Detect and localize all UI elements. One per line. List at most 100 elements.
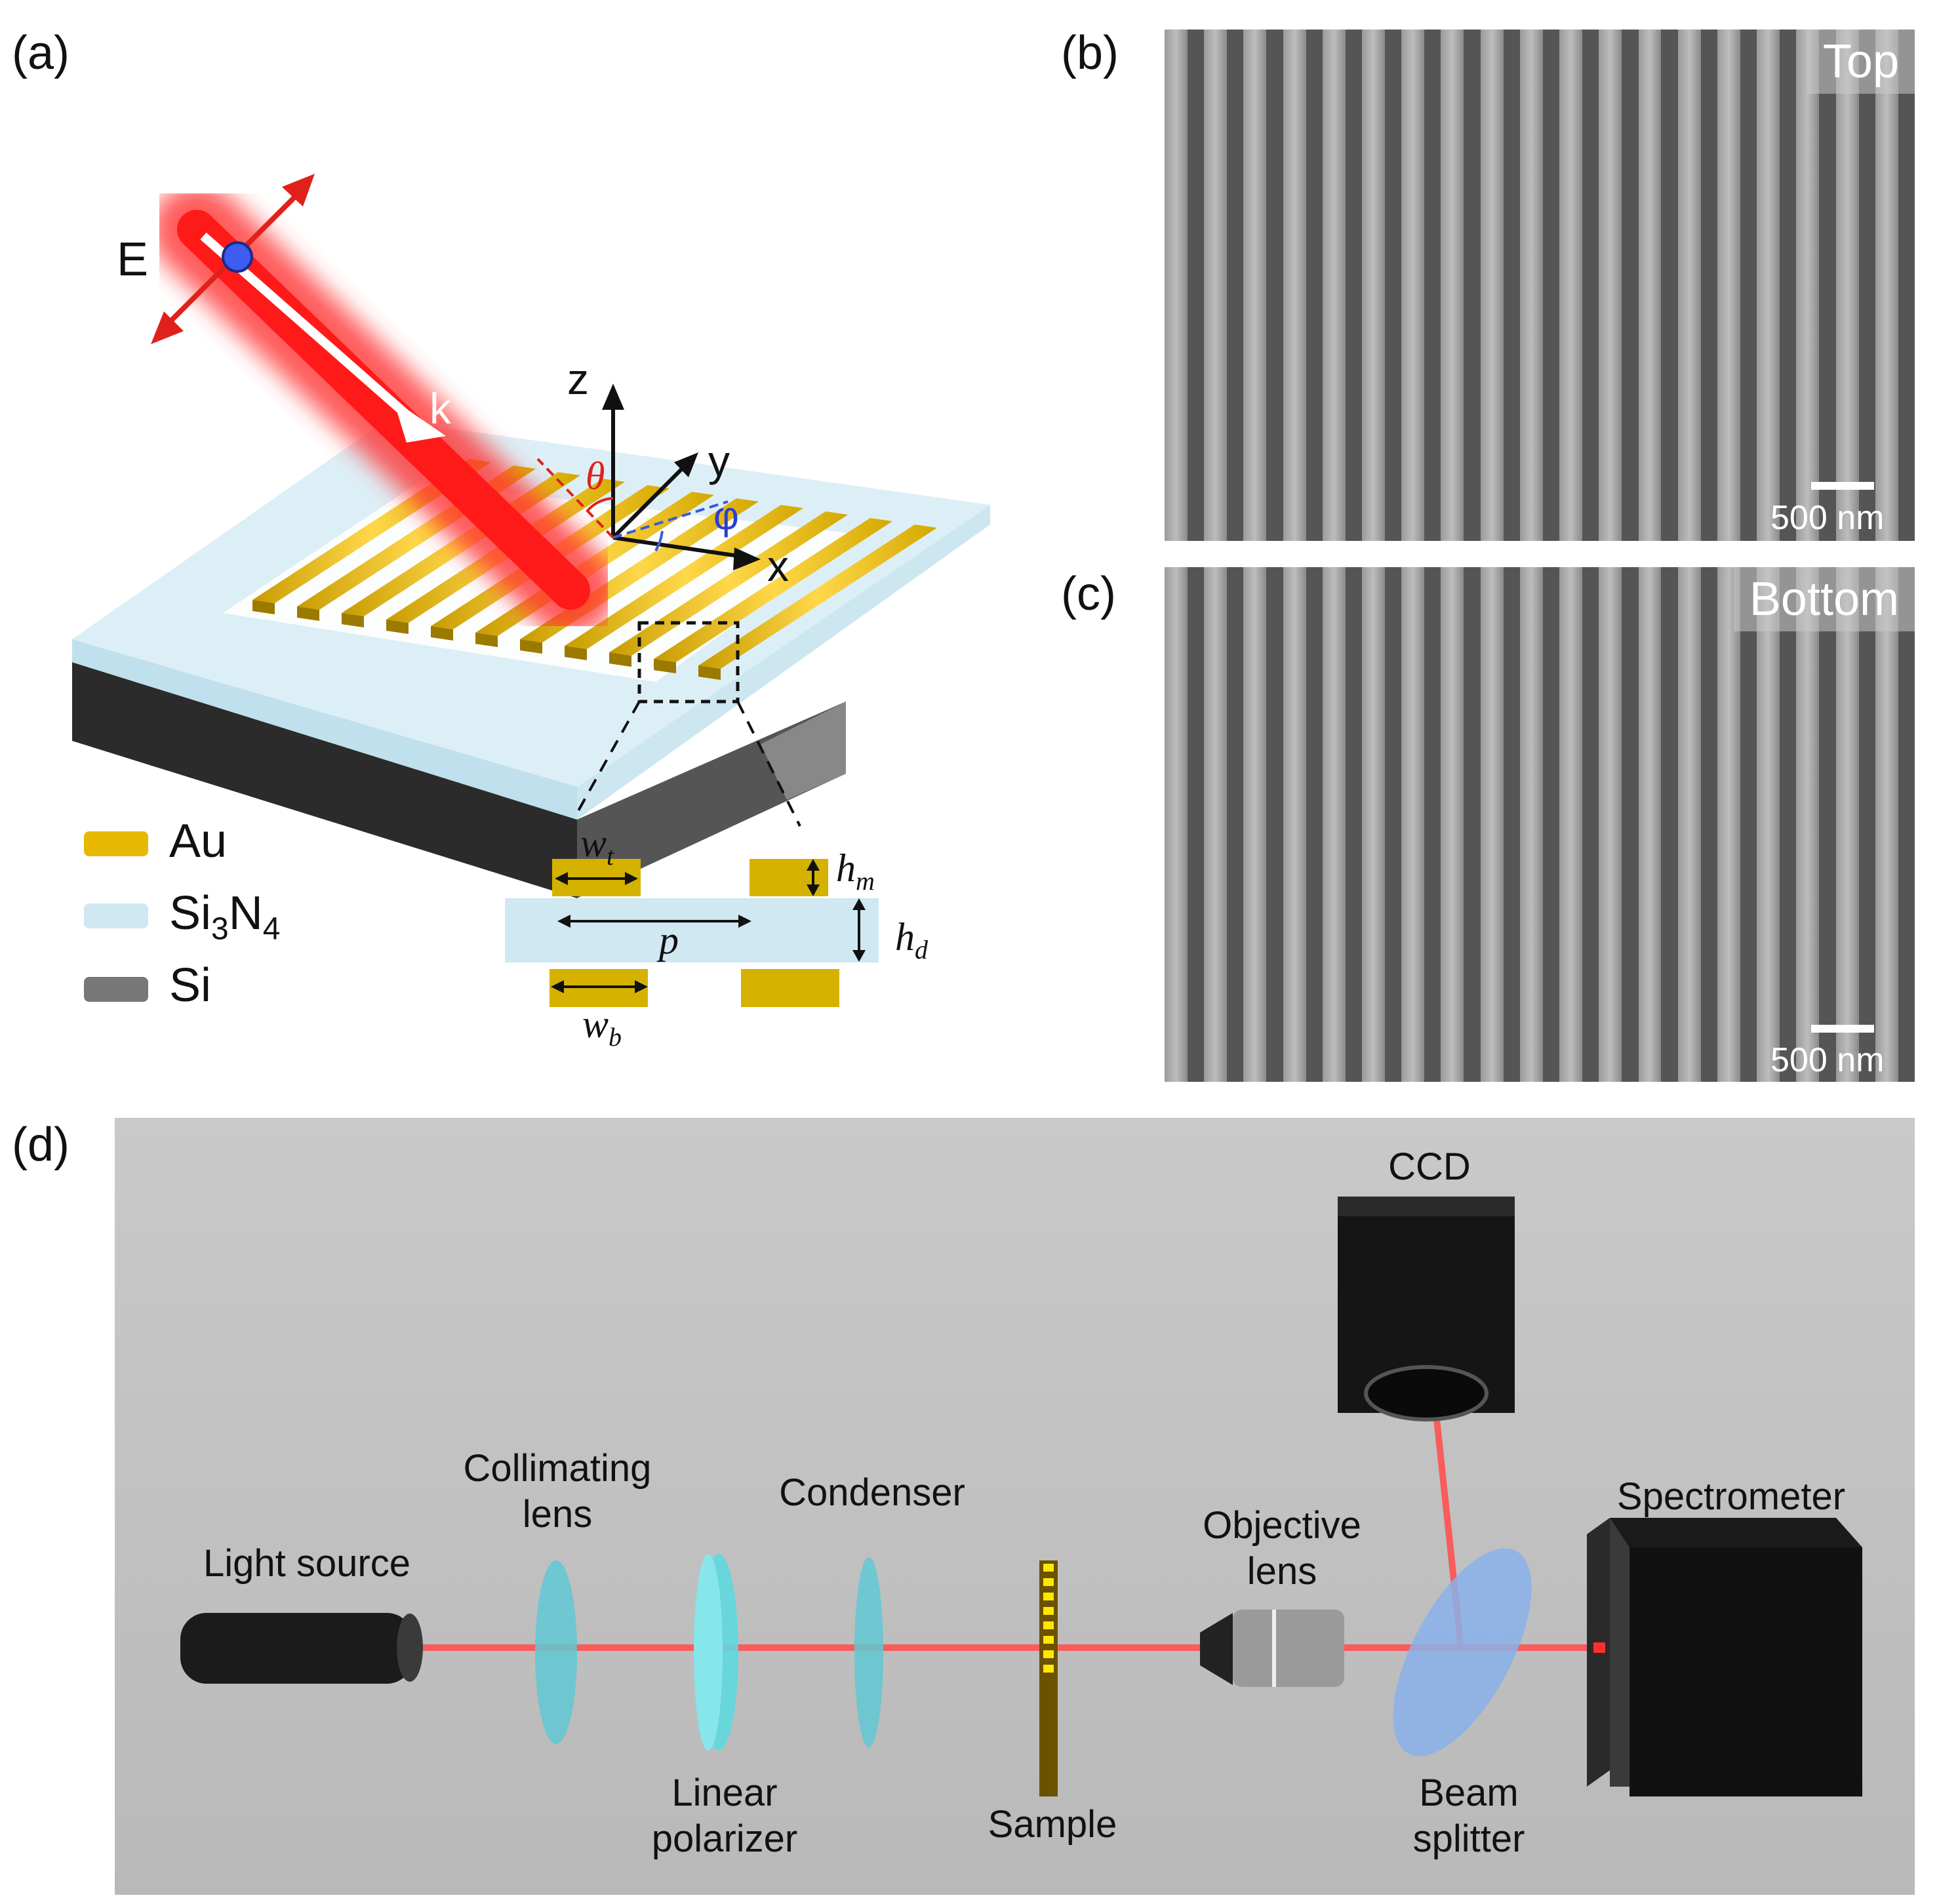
legend-label-si3n4: Si3N4 [169, 887, 281, 947]
sem-stripe [1757, 30, 1780, 541]
sem-stripe [1717, 30, 1740, 541]
ccd-camera [1338, 1197, 1515, 1421]
au-bar [698, 525, 937, 669]
label-light-source: Light source [203, 1542, 410, 1585]
panel-label-a: (a) [12, 27, 70, 79]
sem-stripe [1677, 30, 1701, 541]
scale-label-top: 500 nm [1770, 499, 1885, 537]
sem-stripe [1165, 567, 1188, 1082]
sem-stripe [1401, 30, 1425, 541]
legend-swatch-au [84, 831, 148, 856]
coordinate-axes [536, 384, 761, 570]
light-source [180, 1613, 423, 1684]
condenser-lens [854, 1557, 883, 1747]
sem-stripe [1875, 567, 1898, 1082]
beam-splitter [1393, 1548, 1532, 1756]
sem-stripe [1362, 567, 1385, 1082]
scale-bar-top [1811, 482, 1874, 490]
panel-a-schematic [72, 174, 990, 1007]
si-substrate [72, 662, 846, 898]
sem-stripe [1480, 567, 1504, 1082]
sem-stripe [1875, 30, 1898, 541]
sem-bottom-tag: Bottom [1733, 567, 1915, 631]
sem-stripe [1243, 30, 1267, 541]
inset-si3n4 [505, 898, 879, 962]
sem-top-tag: Top [1807, 30, 1915, 94]
dim-p: p [659, 919, 679, 962]
sem-stripe [1796, 567, 1820, 1082]
sem-stripe [1441, 30, 1464, 541]
sem-stripe [1283, 30, 1306, 541]
sample [1039, 1560, 1058, 1796]
sem-stripe [1796, 30, 1820, 541]
sem-image-top: Top 500 nm [1165, 30, 1915, 541]
dim-hd: hd [895, 915, 928, 964]
sem-stripe [1243, 567, 1267, 1082]
label-spectrometer: Spectrometer [1616, 1475, 1846, 1518]
au-bar-side [252, 600, 275, 614]
sem-stripe [1519, 30, 1543, 541]
sem-stripe [1322, 567, 1346, 1082]
phi-label: φ [713, 494, 739, 538]
sem-stripe [1835, 30, 1859, 541]
objective-lens [1200, 1610, 1344, 1687]
au-bar [609, 511, 848, 656]
cross-section-inset [505, 859, 879, 1007]
label-sample: Sample [988, 1803, 1117, 1846]
au-bar-side [698, 665, 721, 680]
legend-swatch-si3n4 [84, 903, 148, 928]
au-bar-side [386, 620, 409, 634]
legend-swatch-si [84, 977, 148, 1002]
au-bar-side [609, 652, 631, 667]
au-bar-side [565, 646, 587, 660]
scale-label-bottom: 500 nm [1770, 1041, 1885, 1079]
au-bar-side [342, 613, 364, 627]
sem-stripe [1322, 30, 1346, 541]
sem-stripe [1204, 30, 1228, 541]
label-condenser: Condenser [779, 1471, 965, 1514]
au-bar [565, 505, 803, 649]
dim-wt: wt [580, 822, 614, 871]
sem-stripe [1283, 567, 1306, 1082]
spectrometer [1587, 1518, 1862, 1796]
sem-stripe [1441, 567, 1464, 1082]
au-bar-side [475, 633, 498, 647]
au-bar-side [520, 639, 542, 654]
sem-stripe [1480, 30, 1504, 541]
sem-stripe [1599, 30, 1622, 541]
theta-label: θ [586, 454, 605, 498]
wave-vector-label: k [430, 384, 451, 433]
panel-label-c: (c) [1061, 568, 1116, 620]
au-bar [654, 518, 892, 662]
e-field-label: E [117, 233, 149, 286]
axis-x-label: x [767, 542, 789, 590]
panel-label-d: (d) [12, 1119, 70, 1171]
sem-stripe [1559, 567, 1583, 1082]
au-bar-side [431, 626, 453, 641]
inset-bottom-bar-2 [741, 969, 839, 1007]
dim-hm: hm [836, 846, 875, 896]
axis-y-label: y [708, 437, 730, 485]
sem-stripe [1638, 30, 1662, 541]
sem-stripe [1757, 567, 1780, 1082]
panel-label-b: (b) [1061, 27, 1119, 79]
au-bar-side [297, 606, 319, 621]
sem-stripe [1362, 30, 1385, 541]
legend-label-si: Si [169, 959, 212, 1012]
sem-stripe [1638, 567, 1662, 1082]
sem-stripe [1401, 567, 1425, 1082]
inset-line-right [736, 701, 801, 827]
label-ccd: CCD [1388, 1145, 1471, 1188]
linear-polarizer [694, 1554, 738, 1751]
sem-stripe [1559, 30, 1583, 541]
sem-stripe [1717, 567, 1740, 1082]
sem-image-bottom: Bottom 500 nm [1165, 567, 1915, 1082]
sem-stripe [1204, 567, 1228, 1082]
legend-label-au: Au [169, 815, 228, 867]
sem-stripe [1835, 567, 1859, 1082]
sem-stripe [1165, 30, 1188, 541]
e-field-dot [222, 241, 253, 273]
